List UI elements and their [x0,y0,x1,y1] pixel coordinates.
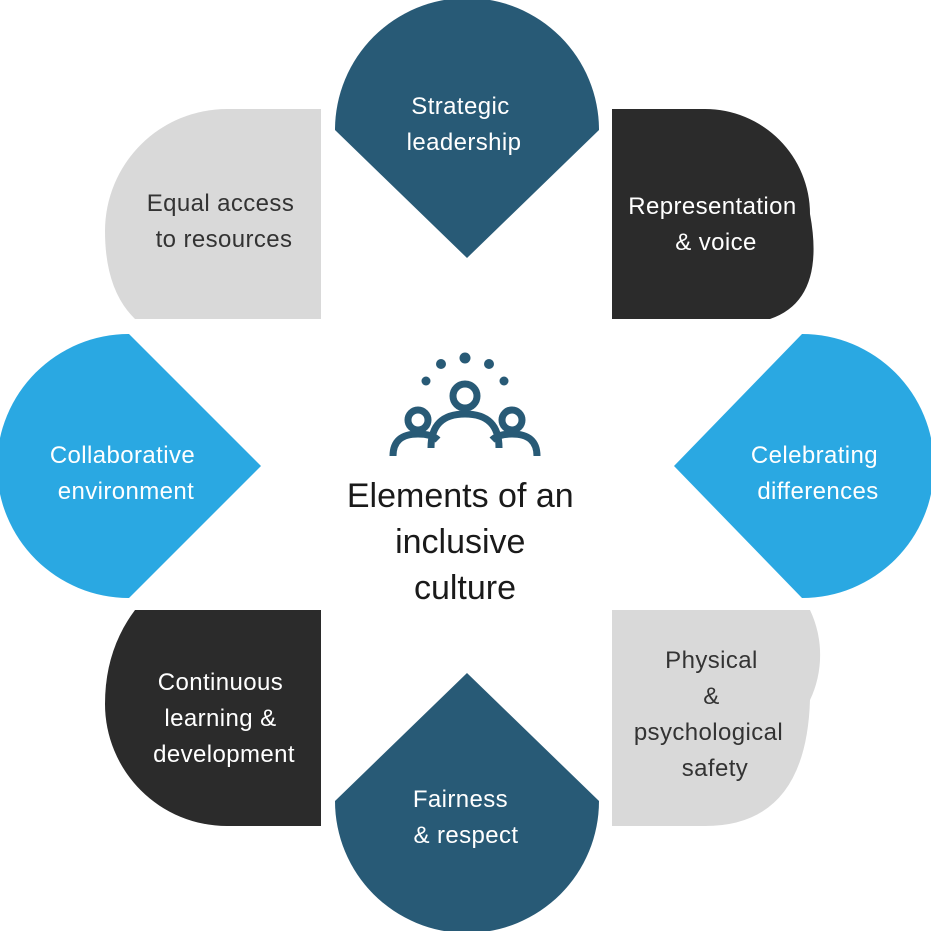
center-title-line: inclusive [395,523,525,561]
petal-shape [612,109,814,319]
petal-representation-voice: Representation & voice [612,109,814,319]
petal-shape [105,610,321,826]
icon-body [427,410,503,449]
icon-dot [484,359,494,369]
petal-label-line: differences [757,478,878,505]
petal-shape [105,109,321,319]
petal-label-line: Representation [628,193,796,220]
petal-label-line: environment [58,478,194,505]
petal-label-line: to resources [156,226,293,253]
petal-label: Strategic leadership [407,93,522,156]
petal-label-line: & [703,683,719,710]
petal-label-line: psychological [634,719,783,746]
petal-label-line: Physical [665,647,758,674]
icon-dot [459,352,471,364]
petal-label: Celebrating differences [751,442,885,505]
petal-label-line: Continuous [158,669,283,696]
petal-label-line: Celebrating [751,442,878,469]
petal-label: Representation & voice [628,193,803,256]
icon-head [498,406,526,434]
petal-shape [674,334,931,598]
petal-equal-access: Equal access to resources [105,109,321,319]
people-group-icon [389,352,541,457]
petal-physical-psychological-safety: Physical & psychological safety [612,610,821,826]
petal-strategic-leadership: Strategic leadership [335,0,599,258]
petal-label: Equal access to resources [147,190,302,253]
petal-label-line: & voice [675,229,757,256]
petal-shape [0,334,261,598]
petal-continuous-learning: Continuous learning & development [105,610,321,826]
petal-celebrating-differences: Celebrating differences [674,334,931,598]
icon-dot [499,376,509,386]
petal-shape [612,610,821,826]
icon-head [449,380,481,412]
petal-label: Physical & psychological safety [634,647,790,782]
petal-label: Collaborative environment [50,442,202,505]
petal-label-line: Fairness [413,786,508,813]
icon-dot [421,376,431,386]
petal-label-line: safety [682,755,748,782]
petal-shape [335,673,599,933]
petal-label-line: Collaborative [50,442,195,469]
petal-shape [335,0,599,258]
center-title: Elements of an inclusive culture [347,477,583,607]
petal-label-line: leadership [407,129,522,156]
petal-label-line: learning & [164,705,276,732]
icon-body [489,430,541,457]
petal-label: Fairness & respect [413,786,519,849]
icon-dot [436,359,446,369]
petal-label-line: Equal access [147,190,295,217]
icon-body [389,430,441,457]
petal-fairness-respect: Fairness & respect [335,673,599,933]
center-title-line: Elements of an [347,477,574,515]
center-title-line: culture [414,569,516,607]
petal-label: Continuous learning & development [153,669,295,768]
petal-collaborative-environment: Collaborative environment [0,334,261,598]
petal-label-line: & respect [414,822,519,849]
icon-head [404,406,432,434]
petal-label-line: Strategic [411,93,509,120]
petal-label-line: development [153,741,295,768]
